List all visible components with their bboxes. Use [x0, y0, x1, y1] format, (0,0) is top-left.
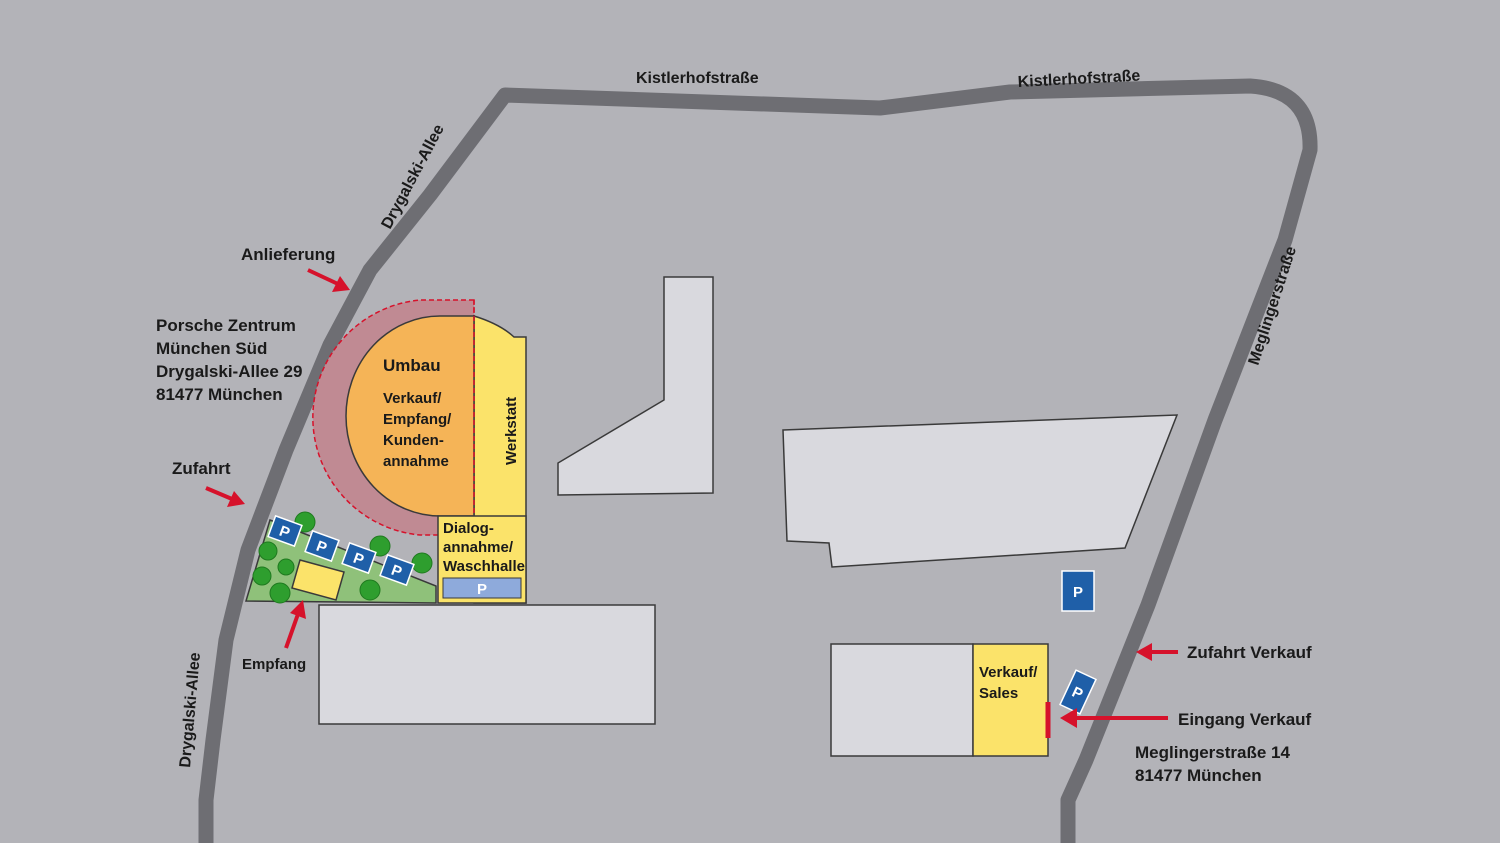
parking-icon: P	[267, 514, 303, 548]
parking-icon: P	[304, 529, 340, 563]
buildings-grey	[318, 276, 1179, 757]
address-porsche: Porsche Zentrum München Süd Drygalski-Al…	[156, 316, 302, 404]
parking-icons: P P P P P P	[267, 514, 1097, 715]
building-south	[318, 604, 656, 725]
road-network	[198, 78, 1318, 843]
label-anlieferung: Anlieferung	[241, 245, 335, 264]
address-line: 81477 München	[1135, 766, 1262, 785]
tree-icon	[411, 552, 433, 574]
address-line: München Süd	[156, 339, 267, 358]
dialog-line: Waschhalle	[443, 558, 525, 575]
umbau-line: Verkauf/	[383, 390, 442, 407]
parking-label: P	[1073, 584, 1083, 601]
dialog-line: annahme/	[443, 539, 514, 556]
umbau-line: annahme	[383, 453, 449, 470]
building-l-shape	[557, 276, 714, 496]
arrows	[205, 268, 1178, 728]
arrow-icon-anlieferung	[307, 268, 350, 292]
umbau-line: Kunden-	[383, 432, 444, 449]
address-line: Porsche Zentrum	[156, 316, 296, 335]
address-line: 81477 München	[156, 385, 283, 404]
arrow-icon-zufahrt-verkauf	[1136, 643, 1178, 661]
tree-icon	[359, 579, 381, 601]
parking-waschhalle-label: P	[477, 581, 487, 598]
building-large-east	[782, 414, 1179, 568]
label-zufahrt-verkauf: Zufahrt Verkauf	[1187, 643, 1312, 662]
address-meglinger: Meglingerstraße 14 81477 München	[1135, 743, 1290, 785]
tree-icon	[269, 582, 291, 604]
arrow-icon-empfang	[284, 600, 306, 649]
parking-icon: P	[379, 553, 415, 587]
building-verkauf-sales	[972, 643, 1049, 757]
label-eingang-verkauf: Eingang Verkauf	[1178, 710, 1312, 729]
street-label-kistlerhof-right: Kistlerhofstraße	[1017, 68, 1141, 91]
building-umbau	[345, 315, 475, 517]
parking-waschhalle	[442, 577, 522, 599]
street-label-kistlerhof-left: Kistlerhofstraße	[636, 70, 759, 87]
label-empfang: Empfang	[242, 656, 306, 673]
werkstatt-label: Werkstatt	[503, 397, 520, 465]
arrow-icon-zufahrt	[205, 486, 245, 507]
parking-icon: P	[341, 541, 377, 575]
arrow-icon-eingang-verkauf	[1060, 708, 1168, 728]
verkauf-line: Verkauf/	[979, 664, 1038, 681]
parking-icon: P	[1059, 669, 1097, 715]
street-label-drygalski-bottom: Drygalski-Allee	[177, 652, 204, 769]
address-line: Meglingerstraße 14	[1135, 743, 1290, 762]
umbau-title: Umbau	[383, 356, 441, 375]
tree-icon	[258, 541, 278, 561]
tree-icon	[252, 566, 272, 586]
tree-icon	[277, 558, 295, 576]
empfang-kiosk	[291, 559, 345, 601]
parking-icon: P	[1061, 570, 1095, 612]
umbau-line: Empfang/	[383, 411, 452, 428]
road-drygalski-allee	[198, 78, 1318, 843]
trees	[252, 511, 433, 604]
dialog-line: Dialog-	[443, 520, 494, 537]
address-line: Drygalski-Allee 29	[156, 362, 302, 381]
verkauf-line: Sales	[979, 685, 1018, 702]
building-verkauf-grey	[830, 643, 974, 757]
label-zufahrt: Zufahrt	[172, 459, 231, 478]
tree-icon	[369, 535, 391, 557]
